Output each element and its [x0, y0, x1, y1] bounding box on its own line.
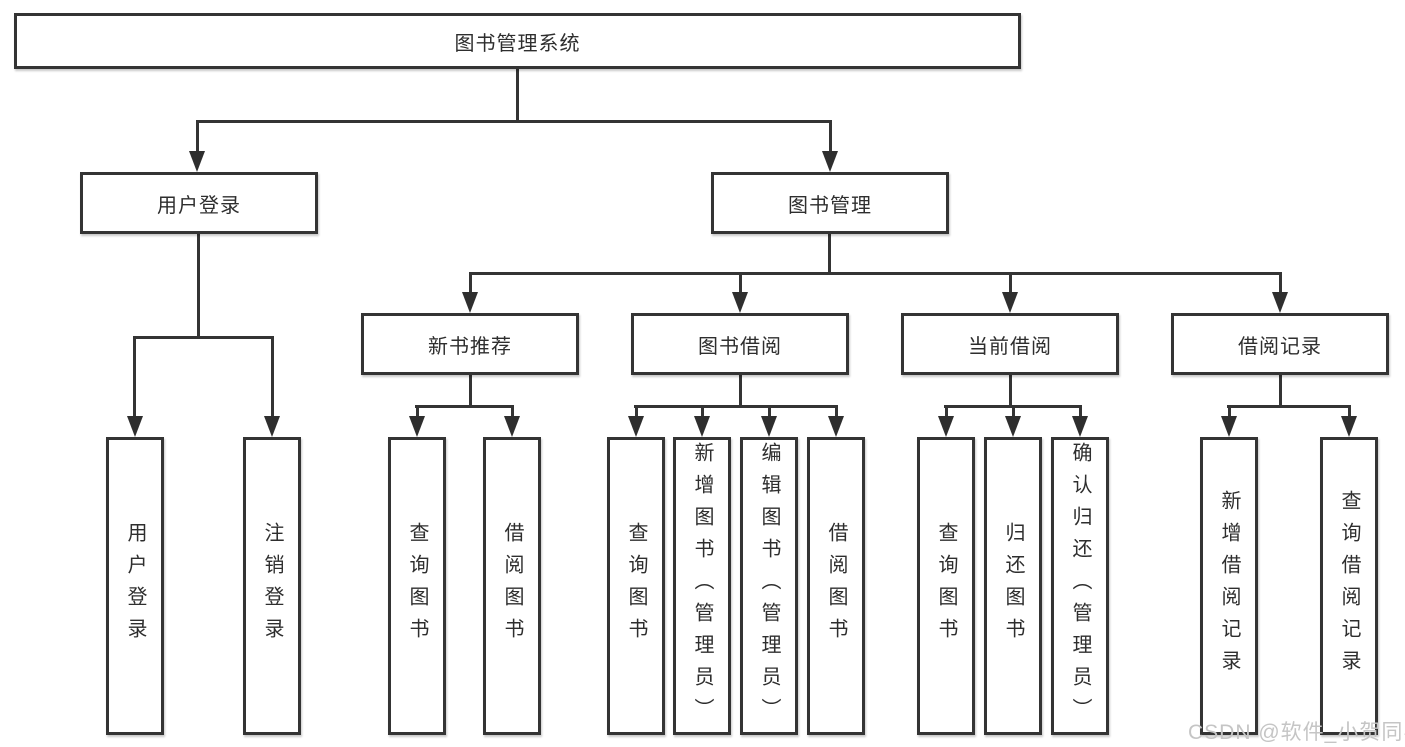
arrow-down-icon [694, 416, 710, 437]
node-query-borrow-record: 查询借阅记录 [1320, 437, 1378, 735]
node-query-books-3: 查询图书 [917, 437, 975, 735]
arrow-down-icon [189, 151, 205, 172]
node-add-borrow-record: 新增借阅记录 [1200, 437, 1258, 735]
connector-vline [1079, 405, 1082, 417]
connector-vline [516, 69, 519, 120]
connector-vline [196, 120, 199, 152]
arrow-down-icon [822, 151, 838, 172]
connector-hline [415, 405, 514, 408]
connector-hline [1227, 405, 1351, 408]
node-book-management: 图书管理 [711, 172, 949, 234]
connector-vline [271, 336, 274, 417]
node-add-books-admin: 新增图书（管理员） [673, 437, 731, 735]
connector-vline [829, 120, 832, 152]
connector-vline [1279, 272, 1282, 293]
arrow-down-icon [264, 416, 280, 437]
arrow-down-icon [628, 416, 644, 437]
connector-hline [634, 405, 838, 408]
connector-vline [1348, 405, 1351, 417]
connector-vline [511, 405, 514, 417]
connector-vline [945, 405, 948, 417]
connector-vline [1012, 405, 1015, 417]
arrow-down-icon [127, 416, 143, 437]
node-borrowing-records: 借阅记录 [1171, 313, 1389, 375]
connector-hline [469, 272, 1282, 275]
node-query-books-2: 查询图书 [607, 437, 665, 735]
arrow-down-icon [1072, 416, 1088, 437]
connector-vline [835, 405, 838, 417]
connector-vline [701, 405, 704, 417]
node-edit-books-admin: 编辑图书（管理员） [740, 437, 798, 735]
arrow-down-icon [462, 292, 478, 313]
watermark-text: CSDN @软件_小贺同学 [1188, 721, 1405, 744]
arrow-down-icon [1221, 416, 1237, 437]
connector-vline [739, 375, 742, 408]
connector-vline [739, 272, 742, 293]
arrow-down-icon [1005, 416, 1021, 437]
node-user-login-leaf: 用户登录 [106, 437, 164, 735]
connector-vline [1228, 405, 1231, 417]
connector-vline [469, 272, 472, 293]
arrow-down-icon [828, 416, 844, 437]
node-book-management-system: 图书管理系统 [14, 13, 1021, 69]
connector-vline [469, 375, 472, 408]
connector-vline [1279, 375, 1282, 408]
arrow-down-icon [761, 416, 777, 437]
node-book-borrowing: 图书借阅 [631, 313, 849, 375]
connector-vline [768, 405, 771, 417]
arrow-down-icon [504, 416, 520, 437]
node-query-books-1: 查询图书 [388, 437, 446, 735]
node-borrow-books-1: 借阅图书 [483, 437, 541, 735]
connector-vline [828, 234, 831, 275]
node-current-borrowing: 当前借阅 [901, 313, 1119, 375]
connector-vline [1009, 272, 1012, 293]
connector-hline [196, 120, 832, 123]
arrow-down-icon [409, 416, 425, 437]
connector-vline [635, 405, 638, 417]
connector-vline [416, 405, 419, 417]
node-logout-leaf: 注销登录 [243, 437, 301, 735]
connector-vline [133, 336, 136, 417]
node-borrow-books-2: 借阅图书 [807, 437, 865, 735]
arrow-down-icon [732, 292, 748, 313]
connector-vline [1009, 375, 1012, 408]
node-user-login: 用户登录 [80, 172, 318, 234]
node-return-books: 归还图书 [984, 437, 1042, 735]
node-new-book-recommend: 新书推荐 [361, 313, 579, 375]
connector-hline [133, 336, 274, 339]
node-confirm-return-admin: 确认归还（管理员） [1051, 437, 1109, 735]
connector-vline [197, 234, 200, 339]
arrow-down-icon [1341, 416, 1357, 437]
arrow-down-icon [1272, 292, 1288, 313]
arrow-down-icon [938, 416, 954, 437]
arrow-down-icon [1002, 292, 1018, 313]
